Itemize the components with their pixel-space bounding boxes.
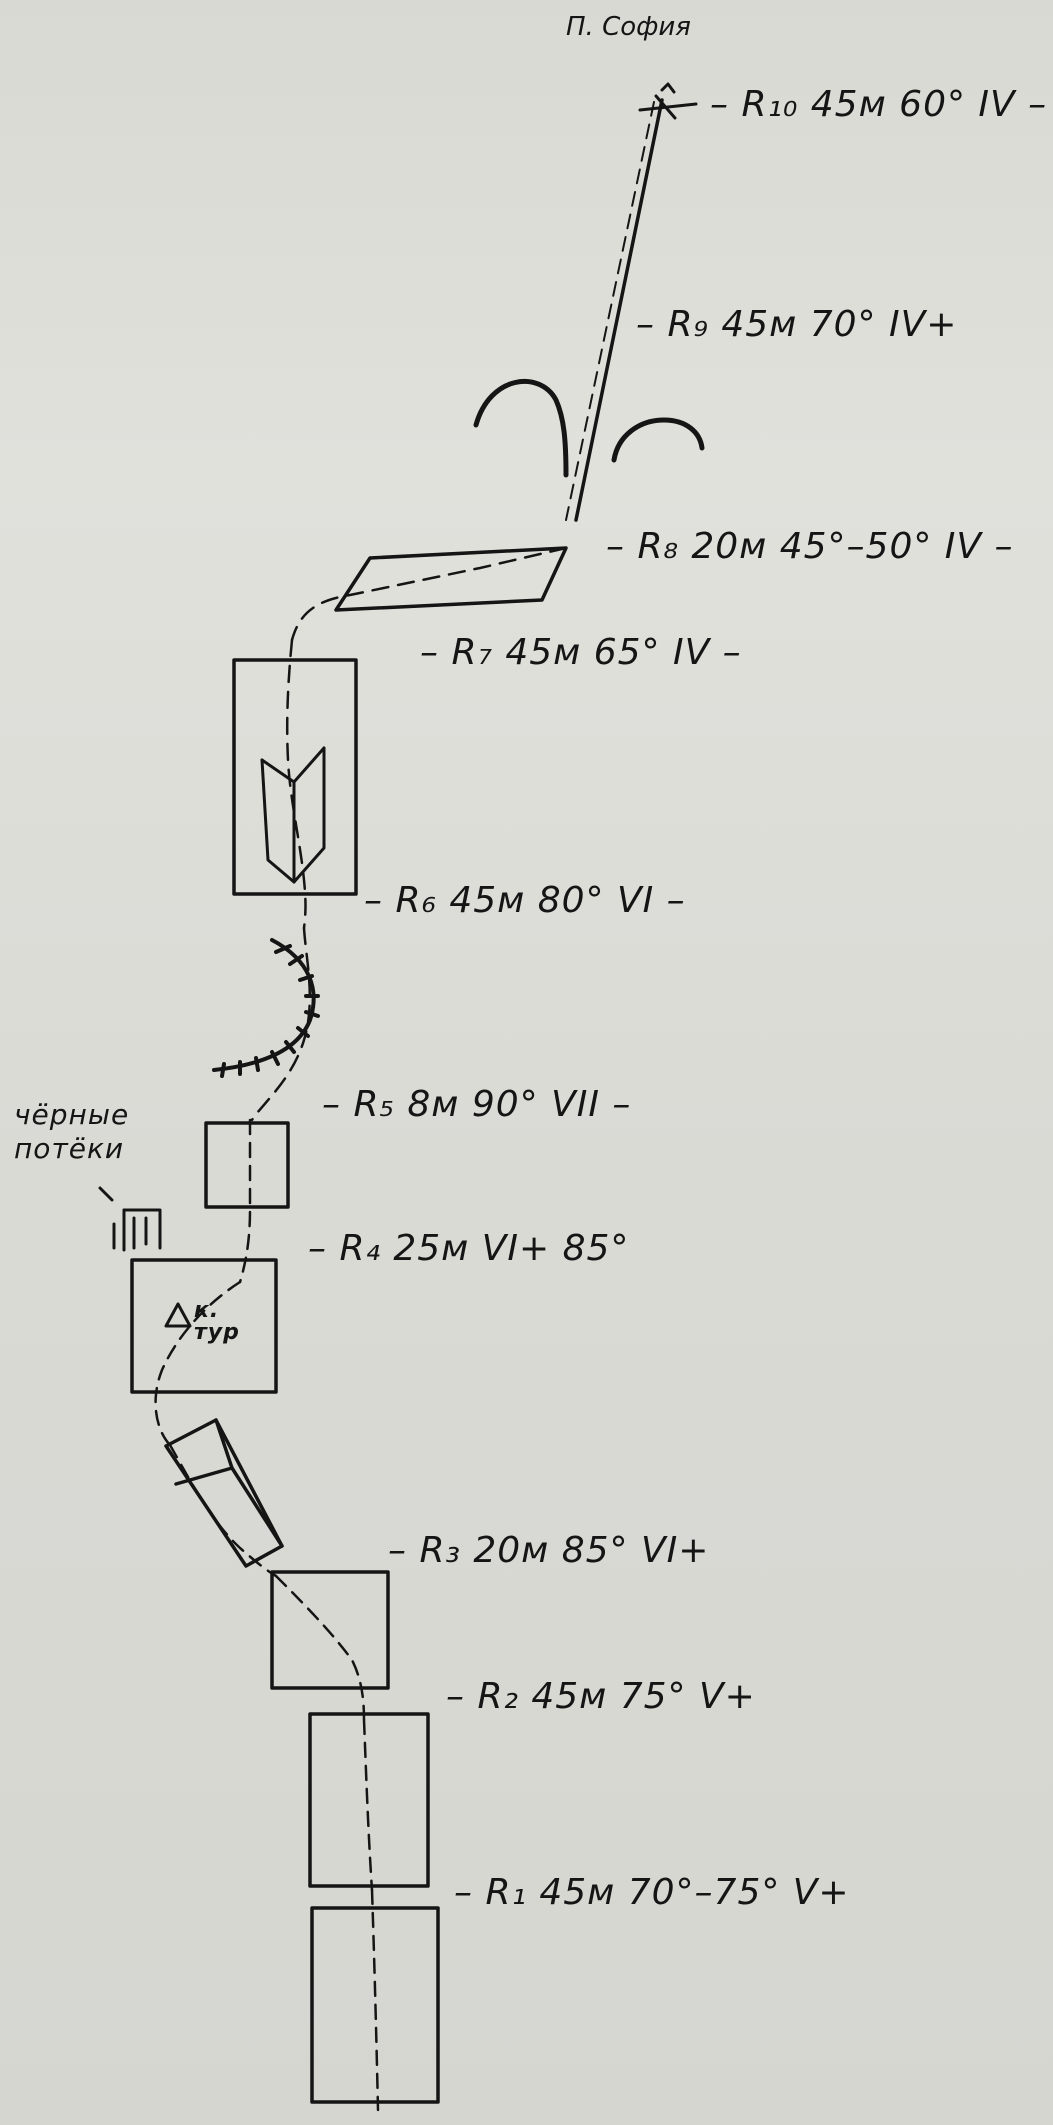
summit-flag-icon	[638, 82, 698, 120]
ridge-arch-icon	[473, 378, 569, 478]
pitch-label-r9: – R₉ 45м 70° IV+	[636, 304, 958, 345]
black-streaks-note: чёрные потёки	[14, 1098, 130, 1165]
pitch-label-r10: – R₁₀ 45м 60° IV –	[710, 84, 1048, 125]
black-streaks-icon	[98, 1186, 162, 1252]
pitch-label-r3: – R₃ 20м 85° VI+	[388, 1530, 710, 1571]
slab-feature	[334, 546, 568, 612]
route-path-r7	[285, 638, 307, 930]
inner-corner-icon	[260, 746, 326, 884]
summit-label: П. София	[566, 12, 691, 42]
pitch-label-r7: – R₇ 45м 65° IV –	[420, 632, 742, 673]
pitch-label-r8: – R₈ 20м 45°–50° IV –	[606, 526, 1014, 567]
pitch-label-r6: – R₆ 45м 80° VI –	[364, 880, 686, 921]
route-path-r8	[290, 546, 568, 642]
cairn-triangle-icon	[164, 1302, 192, 1328]
wall-feature-r3	[270, 1570, 390, 1690]
wall-feature-r4	[130, 1258, 278, 1394]
route-path-r3	[274, 1574, 366, 1722]
inner-corner-icon	[164, 1418, 284, 1568]
pitch-label-r5: – R₅ 8м 90° VII –	[322, 1084, 632, 1125]
route-path-r3-approach	[168, 1443, 278, 1578]
ridge-arch-icon	[611, 417, 705, 463]
route-path-r2	[362, 1718, 374, 1892]
cairn-note: к. тур	[194, 1298, 240, 1345]
wall-feature-r7	[232, 658, 358, 896]
route-path-r6	[250, 926, 312, 1122]
route-path-r1	[370, 1888, 380, 2112]
pitch-label-r1: – R₁ 45м 70°–75° V+	[454, 1872, 850, 1913]
overhang-cornice-icon	[212, 938, 320, 1078]
wall-feature-r1	[310, 1906, 440, 2104]
route-path-r5	[238, 1118, 252, 1284]
pitch-label-r2: – R₂ 45м 75° V+	[446, 1676, 756, 1717]
summit-ridge-line	[565, 98, 664, 522]
route-path-r4	[154, 1280, 242, 1447]
wall-feature-r2	[308, 1712, 430, 1888]
pitch-label-r4: – R₄ 25м VI+ 85°	[308, 1228, 630, 1269]
wall-feature-r5	[204, 1121, 290, 1209]
